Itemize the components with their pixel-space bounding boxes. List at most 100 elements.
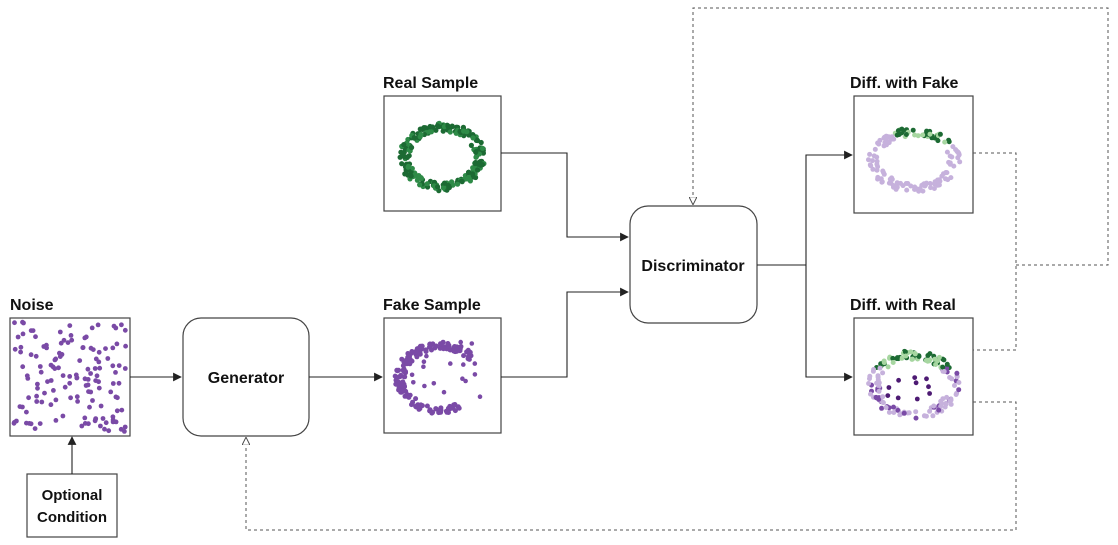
- scatter-dot: [67, 323, 73, 328]
- scatter-dot: [67, 374, 73, 379]
- scatter-dot: [33, 353, 39, 359]
- scatter-dot: [470, 135, 476, 141]
- scatter-dot: [417, 343, 423, 349]
- scatter-dot: [466, 349, 472, 355]
- scatter-dot: [943, 400, 949, 406]
- scatter-dot: [891, 404, 896, 410]
- scatter-dot: [928, 185, 934, 191]
- scatter-dot: [906, 410, 912, 416]
- scatter-dot: [870, 166, 876, 172]
- scatter-dot: [110, 414, 116, 420]
- scatter-dot: [123, 343, 128, 349]
- scatter-dot: [941, 357, 947, 363]
- optional-label-line2: Condition: [37, 509, 107, 526]
- scatter-dot: [37, 364, 43, 369]
- scatter-dot: [405, 164, 411, 170]
- scatter-dot: [85, 382, 91, 388]
- scatter-dot: [474, 167, 481, 173]
- scatter-dot: [955, 155, 961, 161]
- scatter-dot: [122, 366, 128, 371]
- scatter-dot: [430, 341, 436, 347]
- scatter-dot: [458, 344, 464, 349]
- scatter-dot: [105, 356, 111, 361]
- scatter-dot: [418, 175, 425, 181]
- scatter-dot: [924, 376, 929, 382]
- scatter-dot: [421, 359, 427, 365]
- scatter-dot: [15, 334, 21, 340]
- scatter-dot: [446, 184, 452, 191]
- scatter-dot: [891, 136, 897, 142]
- scatter-dot: [899, 355, 905, 361]
- scatter-dot: [82, 421, 88, 426]
- scatter-dot: [883, 405, 889, 410]
- scatter-dot: [412, 349, 418, 355]
- scatter-dot: [119, 322, 124, 328]
- scatter-dot: [413, 396, 419, 402]
- scatter-dot: [402, 369, 408, 375]
- scatter-dot: [473, 154, 479, 160]
- scatter-dot: [62, 384, 68, 390]
- scatter-dot: [116, 380, 122, 386]
- scatter-dot: [441, 180, 448, 186]
- scatter-dot: [880, 168, 886, 174]
- scatter-dot: [34, 393, 39, 399]
- scatter-dot: [53, 418, 59, 423]
- scatter-dot: [469, 341, 475, 346]
- scatter-dot: [954, 370, 960, 376]
- scatter-dot: [933, 362, 939, 367]
- scatter-dot: [451, 348, 457, 354]
- scatter-dot: [75, 399, 80, 404]
- scatter-dot: [941, 369, 947, 374]
- scatter-dot: [447, 129, 453, 135]
- scatter-dot: [465, 356, 471, 362]
- scatter-dot: [20, 364, 26, 370]
- optional-condition-box: [26, 473, 118, 538]
- scatter-dot: [122, 327, 128, 333]
- scatter-dot: [945, 177, 951, 183]
- scatter-dot: [479, 162, 486, 168]
- scatter-dot: [912, 375, 918, 380]
- scatter-dot: [926, 384, 931, 390]
- scatter-dot: [927, 408, 933, 414]
- scatter-dot: [927, 131, 933, 137]
- scatter-dot: [459, 179, 465, 185]
- scatter-dot: [937, 131, 943, 137]
- scatter-dot: [880, 399, 886, 405]
- scatter-dot: [114, 408, 120, 414]
- scatter-dot: [68, 333, 74, 338]
- scatter-dot: [433, 406, 439, 412]
- scatter-dot: [68, 395, 73, 401]
- scatter-dot: [92, 366, 98, 371]
- scatter-dot: [895, 407, 901, 413]
- scatter-dot: [438, 409, 444, 415]
- scatter-dot: [435, 184, 441, 190]
- scatter-dot: [931, 186, 937, 191]
- scatter-dot: [951, 163, 957, 169]
- scatter-dot: [887, 176, 893, 182]
- scatter-dot: [411, 135, 418, 141]
- scatter-dot: [423, 347, 429, 353]
- scatter-dot: [875, 176, 881, 182]
- scatter-dot: [946, 139, 952, 145]
- scatter-dot: [898, 180, 903, 186]
- scatter-dot: [98, 403, 104, 409]
- scatter-dot: [466, 169, 472, 175]
- scatter-dot: [417, 126, 423, 132]
- scatter-dot: [88, 371, 93, 376]
- scatter-dot: [909, 356, 915, 362]
- scatter-dot: [440, 185, 446, 191]
- scatter-dot: [48, 378, 54, 383]
- scatter-dot: [86, 389, 91, 394]
- scatter-dot: [913, 409, 919, 415]
- scatter-dot: [930, 413, 936, 419]
- scatter-dot: [461, 362, 466, 367]
- scatter-dot: [890, 360, 896, 365]
- scatter-dot: [440, 128, 446, 134]
- scatter-dot: [424, 403, 430, 409]
- scatter-dot: [80, 345, 86, 350]
- scatter-dot: [920, 132, 926, 138]
- scatter-dot: [61, 337, 67, 343]
- scatter-dot: [932, 181, 937, 187]
- scatter-dot: [954, 148, 960, 154]
- scatter-dot: [50, 364, 56, 370]
